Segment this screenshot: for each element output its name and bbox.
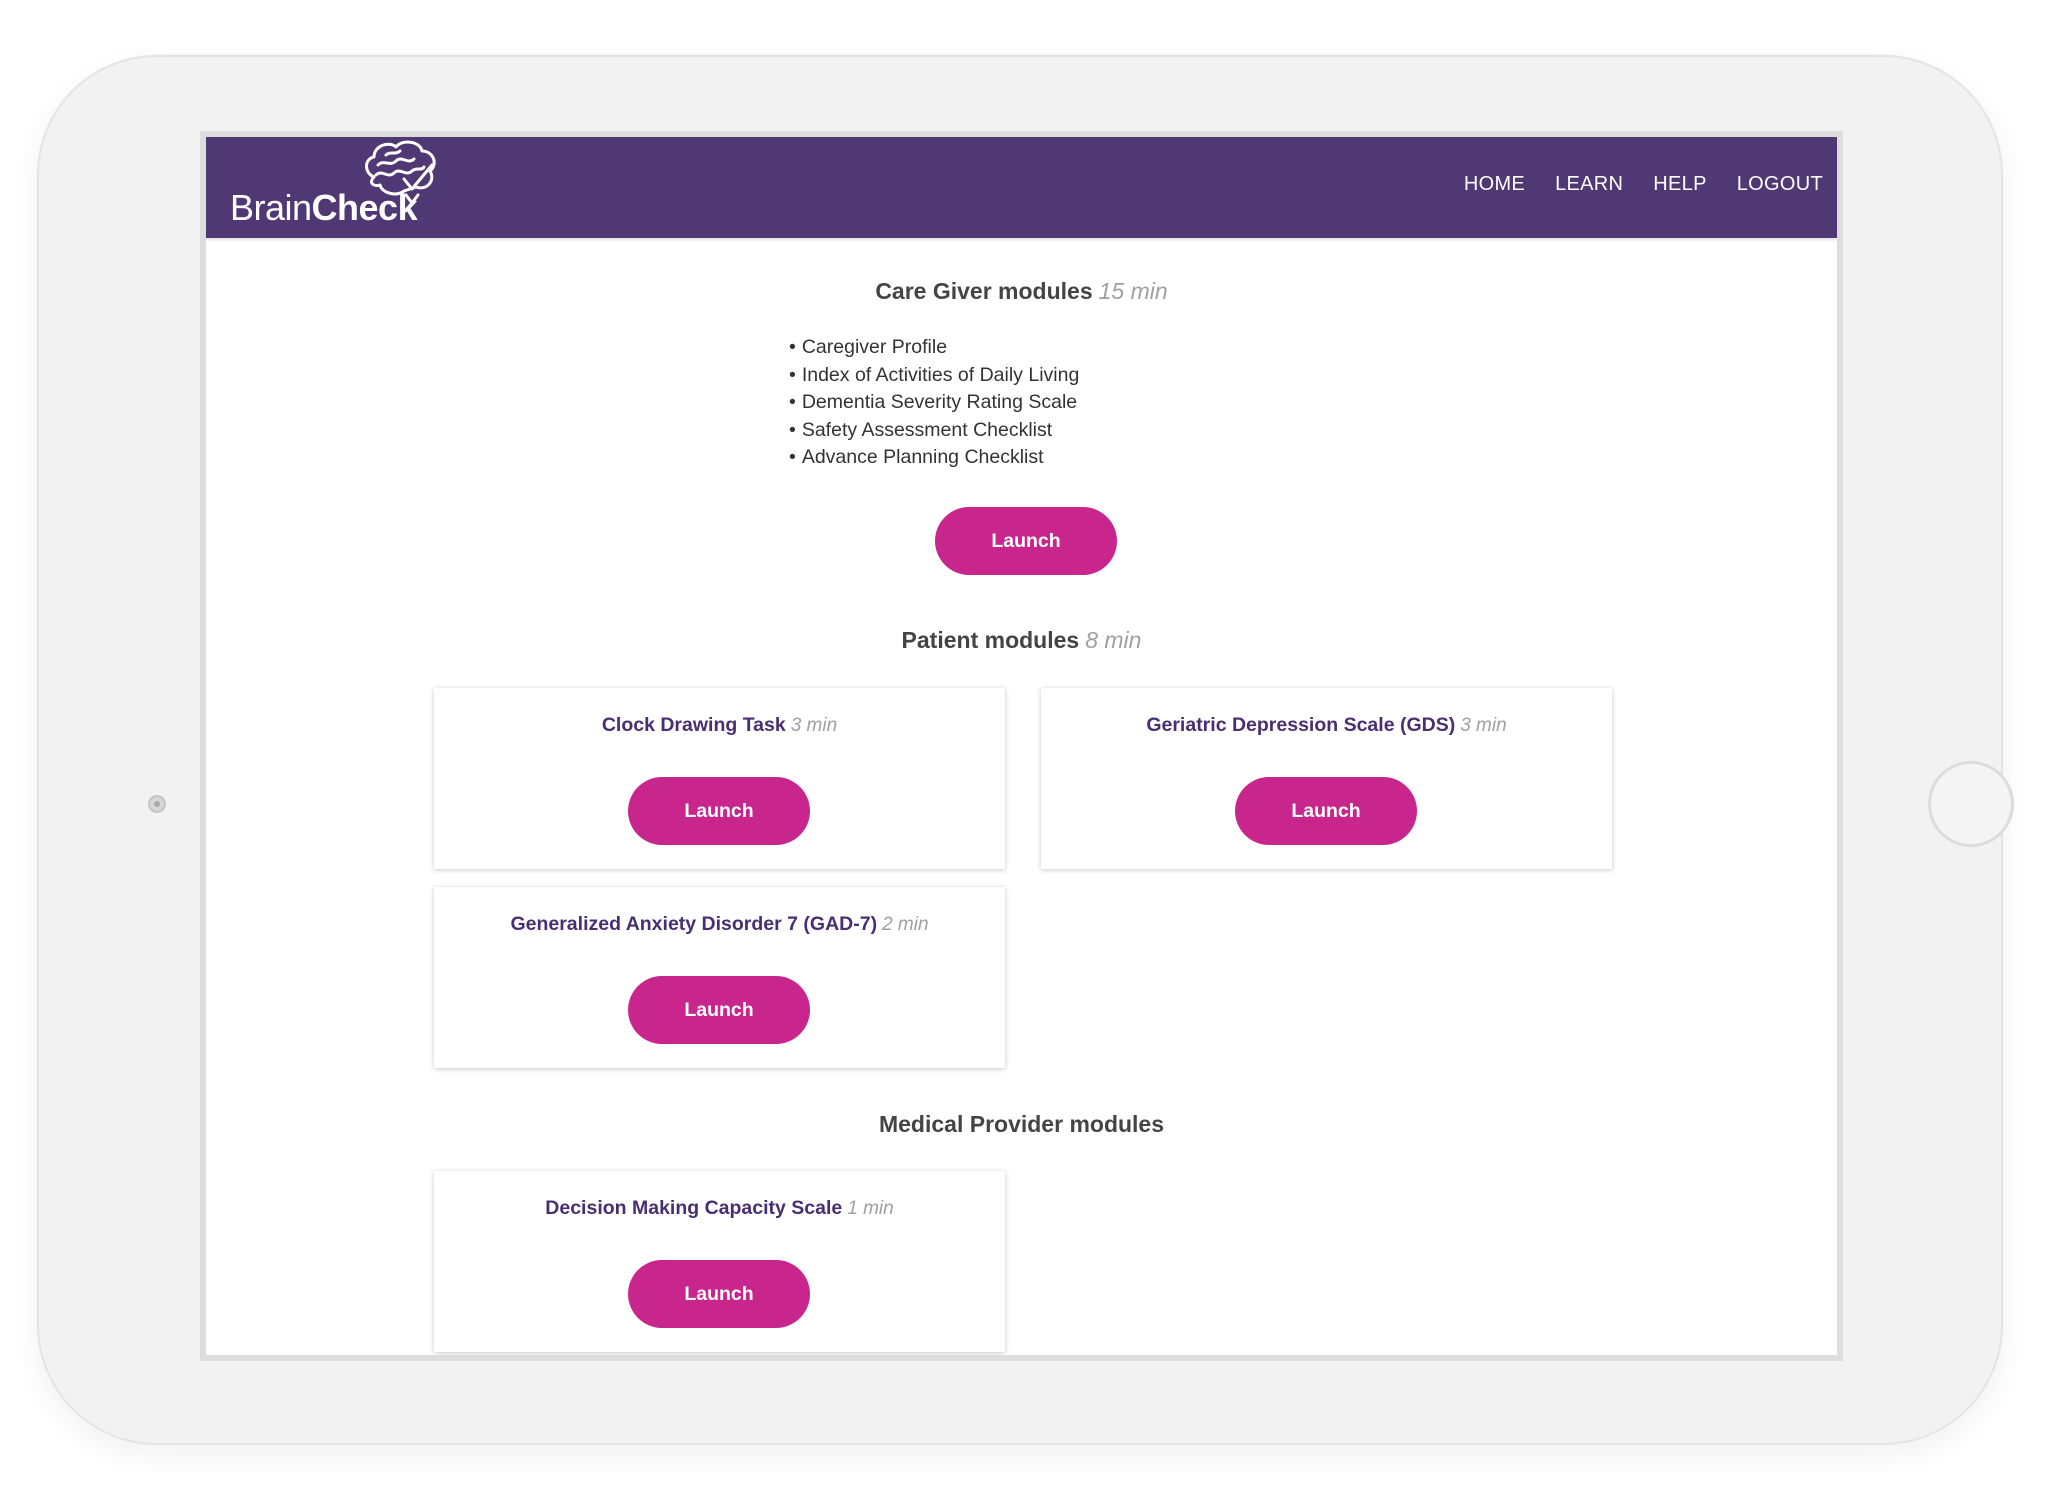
card-duration: 2 min [882,914,929,935]
module-card-gds: Geriatric Depression Scale (GDS)3 min La… [1041,688,1612,869]
nav-links: HOME LEARN HELP LOGOUT [1464,173,1823,196]
list-item: Caregiver Profile [789,334,1079,362]
gds-launch-button[interactable]: Launch [1235,777,1417,845]
camera-icon [148,795,166,813]
brand-name-light: Brain [230,187,312,228]
card-title: Geriatric Depression Scale (GDS)3 min [1041,714,1612,737]
list-item: Index of Activities of Daily Living [789,362,1079,390]
card-title-text: Geriatric Depression Scale (GDS) [1146,714,1456,736]
nav-learn-link[interactable]: LEARN [1555,173,1624,195]
brand-name-bold: Check [311,187,418,228]
card-title: Generalized Anxiety Disorder 7 (GAD-7)2 … [434,913,1005,936]
caregiver-launch-button[interactable]: Launch [935,507,1117,575]
app-screen: BrainCheck HOME LEARN HELP LOGOUT Care G… [200,131,1843,1361]
list-item: Dementia Severity Rating Scale [789,389,1079,417]
card-title-text: Decision Making Capacity Scale [545,1197,843,1219]
gad7-launch-button[interactable]: Launch [628,976,810,1044]
brain-check-icon [365,140,436,205]
card-duration: 1 min [847,1198,894,1219]
nav-home-link[interactable]: HOME [1463,173,1526,195]
top-navbar: BrainCheck HOME LEARN HELP LOGOUT [206,137,1837,238]
provider-title-text: Medical Provider modules [878,1111,1165,1137]
clock-drawing-launch-button[interactable]: Launch [628,777,810,845]
brand-wordmark: BrainCheck [230,187,418,229]
list-item: Advance Planning Checklist [789,444,1079,472]
patient-title-text: Patient modules [901,627,1080,653]
caregiver-module-list: Caregiver Profile Index of Activities of… [789,334,1079,472]
patient-duration: 8 min [1085,627,1142,653]
provider-section-title: Medical Provider modules [206,1111,1837,1138]
caregiver-duration: 15 min [1098,278,1168,304]
caregiver-title-text: Care Giver modules [875,278,1093,304]
module-card-gad7: Generalized Anxiety Disorder 7 (GAD-7)2 … [434,887,1005,1068]
card-duration: 3 min [1460,715,1507,736]
home-hardware-button[interactable] [1928,761,2014,847]
braincheck-logo[interactable]: BrainCheck [230,137,450,238]
list-item: Safety Assessment Checklist [789,417,1079,445]
decision-capacity-launch-button[interactable]: Launch [628,1260,810,1328]
nav-logout-link[interactable]: LOGOUT [1736,173,1823,195]
card-title-text: Clock Drawing Task [601,714,786,736]
card-title-text: Generalized Anxiety Disorder 7 (GAD-7) [510,913,878,935]
nav-help-link[interactable]: HELP [1653,173,1707,195]
card-duration: 3 min [790,715,838,736]
